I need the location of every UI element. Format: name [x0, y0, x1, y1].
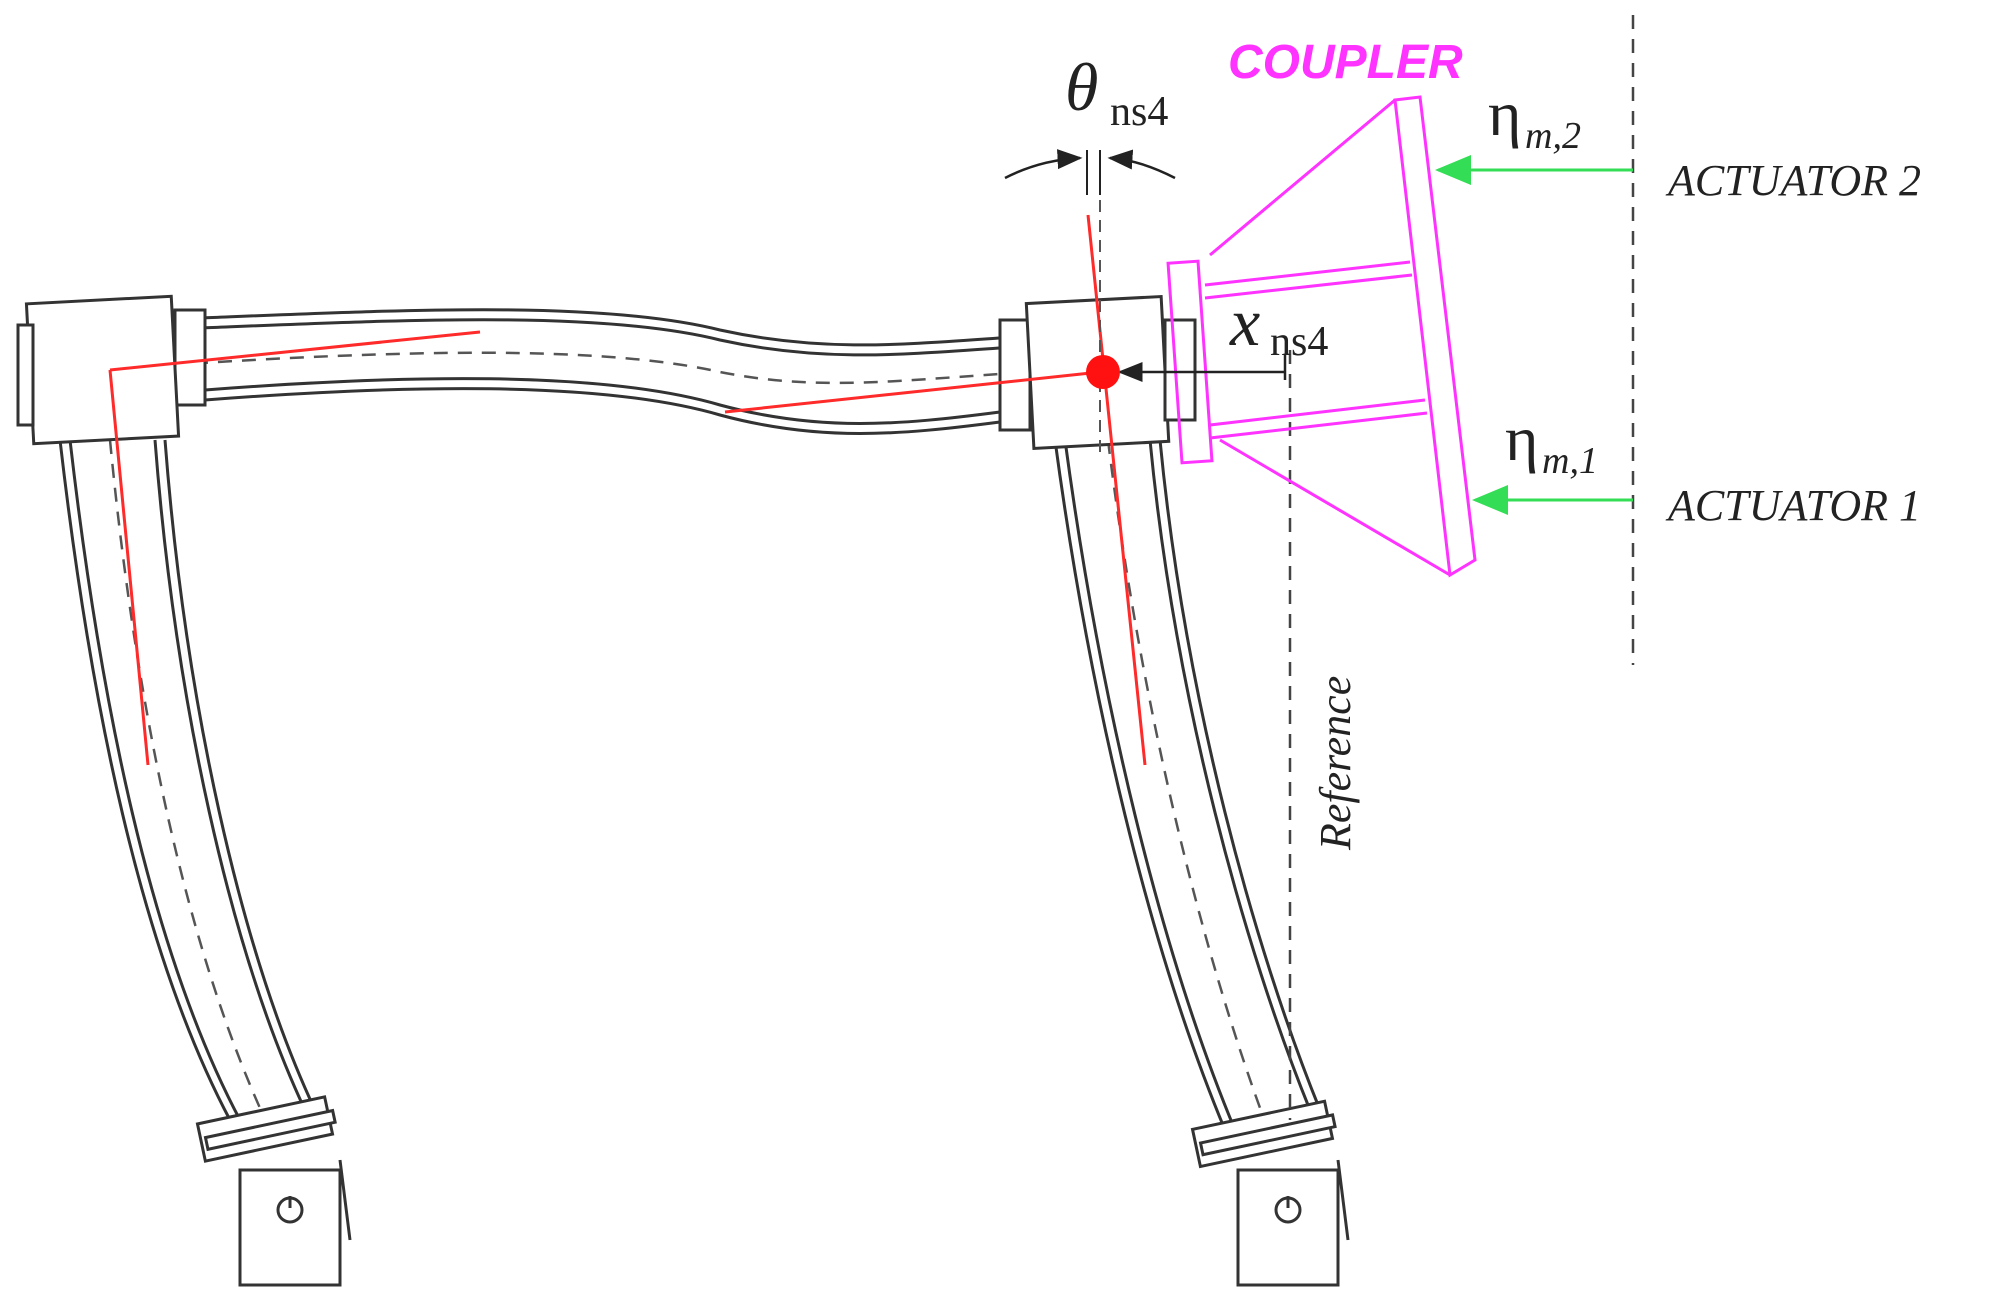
- node-marker-icon: [1086, 355, 1120, 389]
- theta-subscript: ns4: [1110, 89, 1168, 135]
- actuator1-label: ACTUATOR 1: [1665, 481, 1921, 530]
- right-column: [1053, 439, 1322, 1131]
- reference-label: Reference: [1311, 676, 1360, 851]
- left-foot: [195, 1095, 352, 1287]
- coupler: [1166, 95, 1477, 578]
- coupler-label: COUPLER: [1228, 36, 1463, 89]
- left-column: [58, 439, 317, 1121]
- theta-arrow-right: [1107, 149, 1176, 180]
- right-foot: [1190, 1099, 1350, 1287]
- eta2-subscript: m,2: [1525, 115, 1581, 157]
- eta1-label: η: [1505, 403, 1538, 474]
- actuator2-label: ACTUATOR 2: [1665, 156, 1921, 205]
- eta1-subscript: m,1: [1542, 440, 1598, 482]
- right-column-centerline: [1106, 439, 1272, 1136]
- x-label: x: [1229, 284, 1260, 360]
- theta-arrow-left: [1004, 149, 1083, 180]
- right-joint: [998, 294, 1197, 450]
- theta-label: θ: [1065, 49, 1098, 125]
- beam-centerline: [169, 351, 1031, 385]
- deformed-shape: [108, 214, 1147, 766]
- top-beam: [199, 308, 1001, 435]
- left-column-centerline: [108, 439, 272, 1131]
- eta2-label: η: [1488, 78, 1521, 149]
- x-subscript: ns4: [1270, 319, 1328, 365]
- left-joint: [16, 294, 207, 446]
